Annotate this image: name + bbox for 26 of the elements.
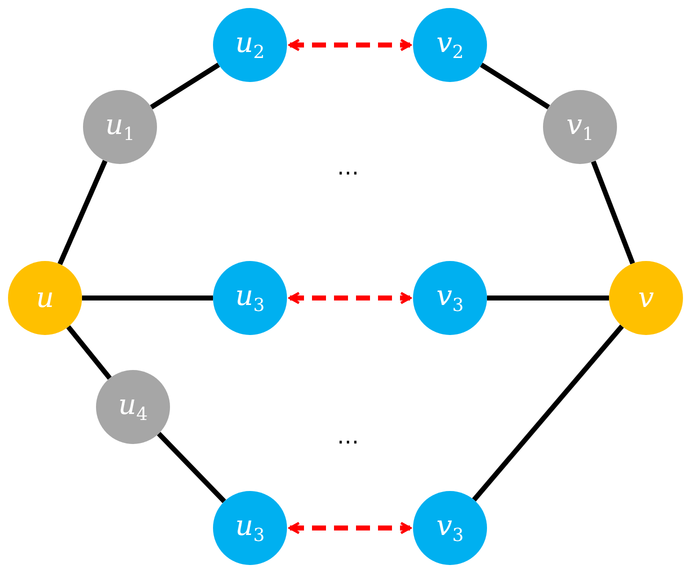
connector-line: [472, 324, 624, 502]
double-arrow: [288, 522, 412, 534]
node-label: u: [36, 284, 54, 312]
node-label: u$_{4}$: [118, 390, 148, 424]
node-label: u$_{3}$: [235, 282, 265, 314]
node-label: v$_{1}$: [566, 110, 594, 144]
connector-line: [82, 296, 213, 300]
node-circle: [96, 370, 170, 444]
ellipsis: …: [337, 156, 359, 180]
connector-line: [58, 160, 108, 266]
double-arrow: [288, 38, 412, 52]
node-label: u$_{3}$: [235, 512, 265, 544]
connector-line: [487, 296, 609, 300]
ellipsis: …: [337, 424, 359, 450]
connector-line: [150, 62, 220, 110]
node-label: u$_{1}$: [105, 110, 135, 144]
connector-line: [480, 62, 550, 110]
connector-line: [66, 325, 112, 380]
node-label: u$_{2}$: [235, 28, 265, 62]
connector-line: [156, 432, 226, 504]
double-arrow: [288, 292, 412, 304]
node-label: v$_{2}$: [436, 28, 464, 62]
node-label: v$_{3}$: [436, 282, 464, 314]
node-label: v: [638, 284, 654, 312]
connector-line: [591, 160, 635, 264]
node-label: v$_{3}$: [436, 512, 464, 544]
